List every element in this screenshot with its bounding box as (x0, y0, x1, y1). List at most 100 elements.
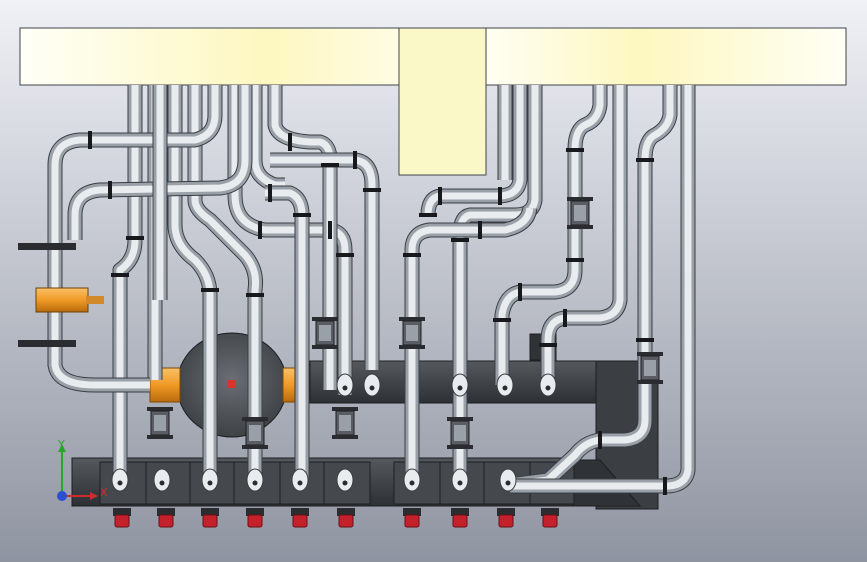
valve-flange-top-3 (447, 417, 473, 421)
red-compression-fitting-icon[interactable] (202, 514, 218, 528)
pipe-clamp-18 (328, 221, 332, 239)
red-compression-fitting-icon[interactable] (498, 514, 514, 528)
nozzle-port-1 (159, 480, 165, 486)
red-compression-fitting-icon[interactable] (292, 514, 308, 528)
indicator-dot (228, 380, 236, 388)
outlet-nozzle-4[interactable] (291, 468, 309, 492)
pipe-clamp-12 (539, 343, 557, 347)
pipe-clamp-1 (126, 236, 144, 240)
pipe-clamp-15 (566, 258, 584, 262)
pipe-3[interactable] (191, 85, 259, 480)
nozzle-port-9 (342, 385, 348, 391)
outlet-nozzle-10[interactable] (451, 373, 469, 397)
pipe-16[interactable] (544, 85, 624, 385)
valve-flange-top-7 (399, 317, 425, 321)
red-compression-fitting-icon[interactable] (158, 514, 174, 528)
pipe-clamp-0 (111, 273, 129, 277)
valve-flange-top-4 (567, 197, 593, 201)
nozzle-port-7 (457, 480, 463, 486)
valve-flange-top-5 (312, 317, 338, 321)
valve-window-4 (574, 205, 586, 221)
bottom-fittings[interactable] (113, 508, 559, 528)
coordinate-axes-icon (57, 444, 98, 501)
nozzle-port-13 (369, 385, 375, 391)
nozzle-port-5 (342, 480, 348, 486)
nozzle-port-2 (207, 480, 213, 486)
red-compression-fitting-icon[interactable] (247, 514, 263, 528)
outlet-nozzle-9[interactable] (336, 373, 354, 397)
outlet-nozzle-7[interactable] (451, 468, 469, 492)
outlet-nozzle-2[interactable] (201, 468, 219, 492)
outlet-nozzle-3[interactable] (246, 468, 264, 492)
pipe-clamp-24 (518, 283, 522, 301)
fitting-nut-2 (201, 508, 219, 516)
nozzle-port-0 (117, 480, 123, 486)
pipe-network[interactable] (47, 85, 696, 495)
pipe-clamp-20 (353, 151, 357, 169)
red-compression-fitting-icon[interactable] (114, 514, 130, 528)
valve-window-0 (154, 415, 166, 431)
pipe-clamp-2 (201, 288, 219, 292)
pipe-clamp-9 (451, 238, 469, 242)
valve-flange-bottom-2 (332, 435, 358, 439)
nozzle-port-6 (409, 480, 415, 486)
outlet-nozzle-11[interactable] (496, 373, 514, 397)
pipe-clamp-6 (293, 213, 311, 217)
pipe-15[interactable] (498, 85, 604, 385)
nozzle-port-8 (505, 480, 511, 486)
x-axis-label: X (100, 486, 108, 499)
valve-flange-top-0 (147, 407, 173, 411)
z-axis-dot (57, 491, 67, 501)
pipe-clamp-28 (268, 184, 272, 202)
pipe-clamp-10 (403, 253, 421, 257)
valve-flange-top-1 (242, 417, 268, 421)
pipe-17[interactable] (509, 85, 674, 489)
valve-window-3 (454, 425, 466, 441)
pipe-clamp-26 (598, 431, 602, 449)
valve-flange-top-6 (637, 352, 663, 356)
valve-window-6 (644, 360, 656, 376)
pipe-5[interactable] (251, 85, 285, 189)
red-compression-fitting-icon[interactable] (338, 514, 354, 528)
pipe-clamp-7 (321, 163, 339, 167)
fitting-nut-7 (451, 508, 469, 516)
valve-flange-bottom-1 (242, 445, 268, 449)
outlet-nozzle-8[interactable] (499, 468, 517, 492)
red-compression-fitting-icon[interactable] (542, 514, 558, 528)
valve-flange-bottom-6 (637, 380, 663, 384)
nozzle-port-3 (252, 480, 258, 486)
pipe-7[interactable] (51, 85, 219, 389)
pipe-clamp-25 (563, 309, 567, 327)
pipe-14[interactable] (408, 207, 534, 480)
pipe-2[interactable] (171, 85, 214, 480)
inline-valves[interactable] (111, 197, 663, 492)
pipe-18[interactable] (510, 85, 692, 490)
valve-flange-bottom-7 (399, 345, 425, 349)
pipe-clamp-4 (336, 253, 354, 257)
side-butterfly-valve[interactable] (18, 243, 104, 347)
fitting-nut-3 (246, 508, 264, 516)
pipe-clamp-14 (636, 158, 654, 162)
nozzle-port-11 (502, 385, 508, 391)
pipe-clamp-22 (498, 187, 502, 205)
pipe-clamp-3 (246, 293, 264, 297)
outlet-nozzle-12[interactable] (539, 373, 557, 397)
top-mounting-plate[interactable] (19, 27, 847, 176)
outlet-nozzle-0[interactable] (111, 468, 129, 492)
outlet-nozzle-6[interactable] (403, 468, 421, 492)
valve-window-2 (339, 415, 351, 431)
outlet-nozzle-13[interactable] (363, 373, 381, 397)
outlet-nozzle-1[interactable] (153, 468, 171, 492)
fitting-nut-6 (403, 508, 421, 516)
pipe-clamp-29 (88, 131, 92, 149)
red-compression-fitting-icon[interactable] (404, 514, 420, 528)
pipe-clamp-5 (363, 188, 381, 192)
pipe-clamp-16 (636, 338, 654, 342)
outlet-nozzle-5[interactable] (336, 468, 354, 492)
pipe-0[interactable] (116, 85, 139, 480)
fitting-nut-1 (157, 508, 175, 516)
red-compression-fitting-icon[interactable] (452, 514, 468, 528)
pipe-clamp-11 (493, 318, 511, 322)
